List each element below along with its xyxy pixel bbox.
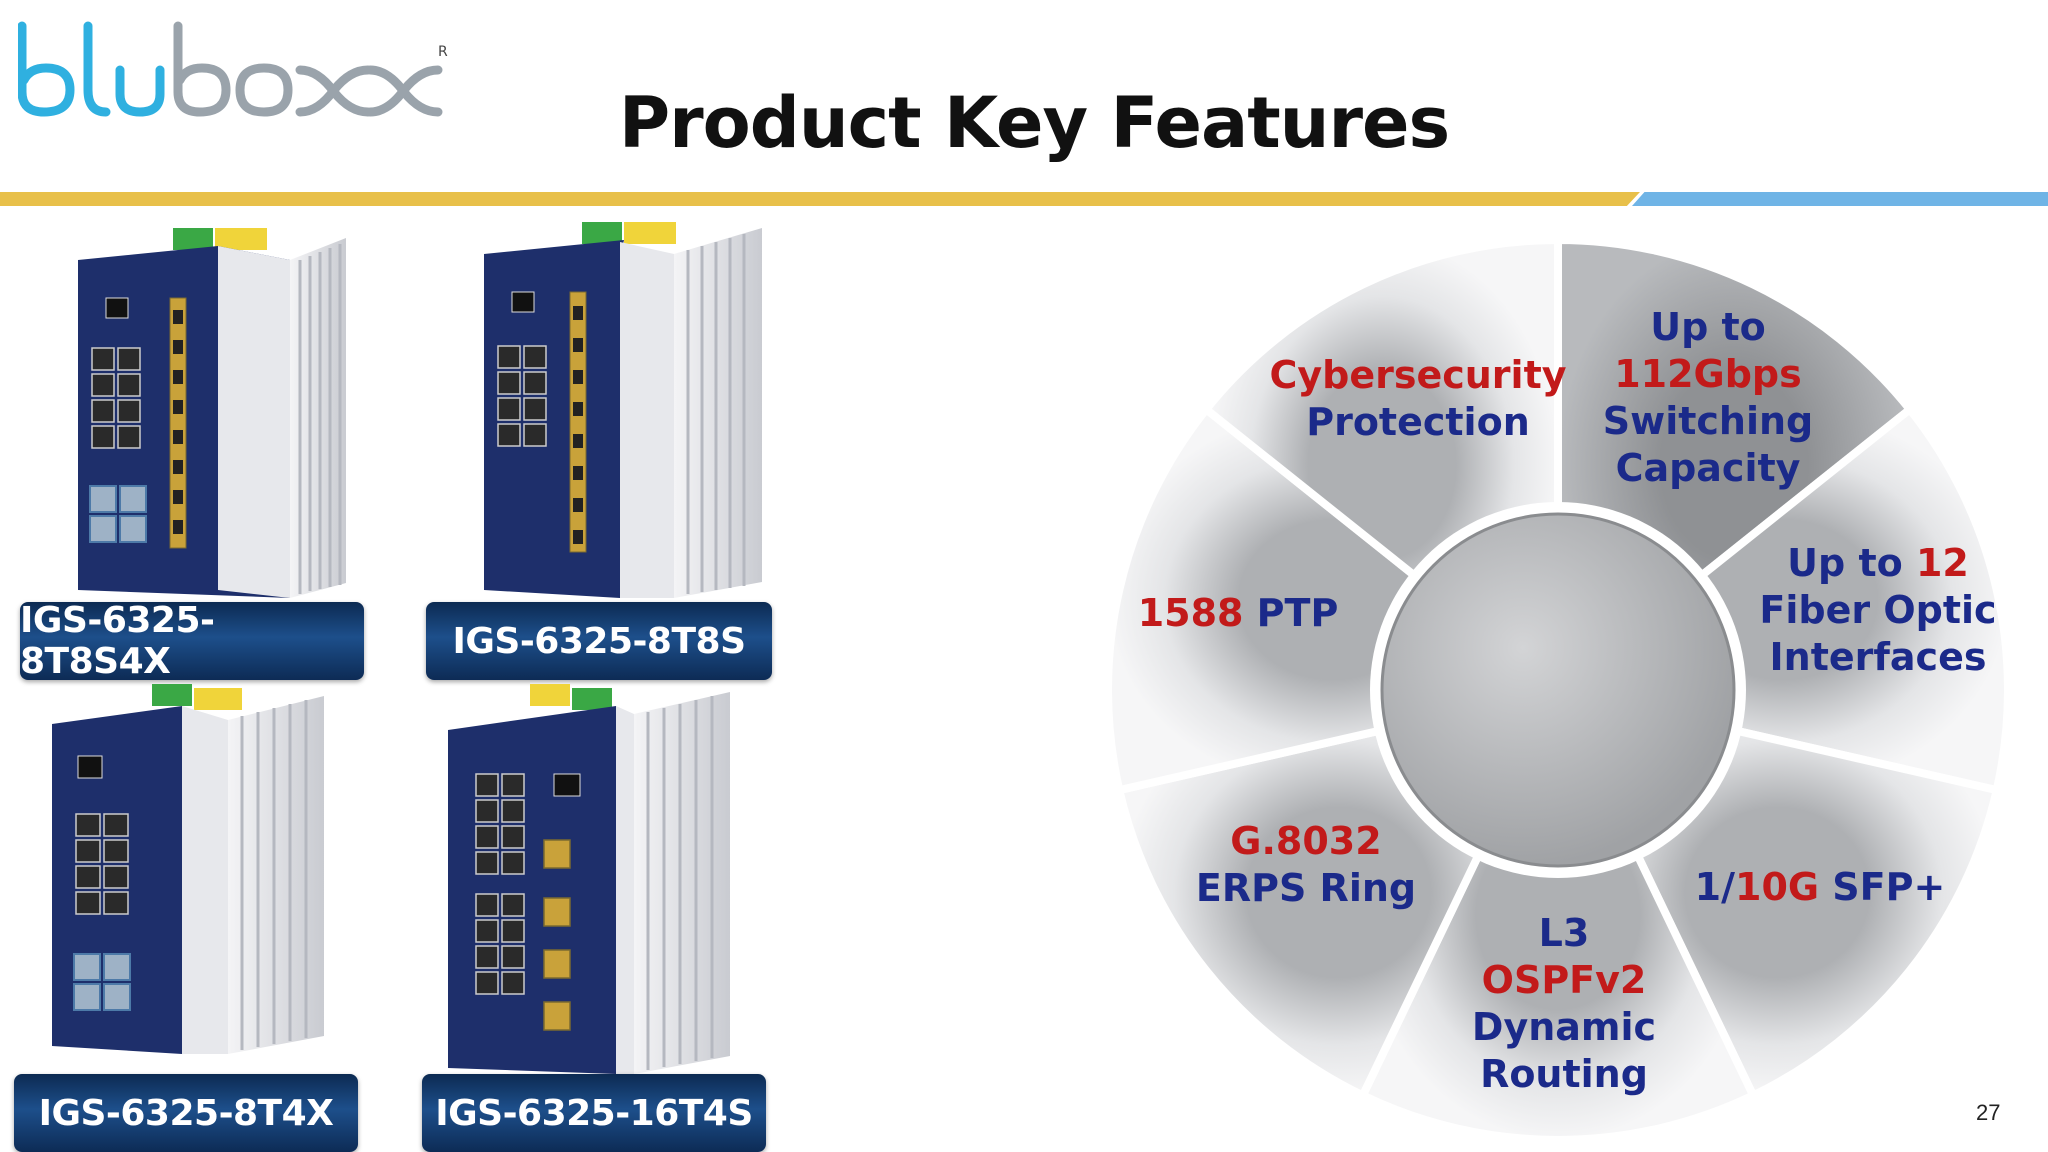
feature-dynamic-routing: L3 OSPFv2 Dynamic Routing [1471,911,1657,1096]
product-image-8t8s [484,222,774,598]
registered-mark: R [438,44,448,60]
feature-wheel: Cybersecurity Protection Up to 112Gbps S… [1098,234,2018,1146]
page-number: 27 [1976,1100,2001,1125]
accent-bar-gold [0,192,1640,206]
feature-sfp: 1/10G SFP+ [1694,865,1946,909]
bluboxx-logo [17,18,458,128]
feature-erps-ring: G.8032 ERPS Ring [1195,819,1417,910]
accent-bar-blue [1632,192,2048,206]
product-image-8t8s4x [78,228,368,598]
model-label: IGS-6325-8T4X [14,1074,358,1152]
model-label: IGS-6325-8T8S4X [20,600,364,682]
model-label: IGS-6325-16T4S [422,1074,766,1152]
feature-switching-capacity: Up to 112Gbps Switching Capacity [1602,305,1814,490]
slide-title: Product Key Features [618,82,1450,164]
product-image-16t4s [448,684,738,1074]
product-image-8t4x [52,684,342,1054]
model-label: IGS-6325-8T8S [426,602,772,680]
feature-cybersecurity: Cybersecurity Protection [1269,353,1567,444]
feature-ptp: 1588 PTP [1137,591,1339,635]
feature-fiber-interfaces: Up to 12 Fiber Optic Interfaces [1759,541,1997,679]
wheel-segment [1357,680,1759,1144]
